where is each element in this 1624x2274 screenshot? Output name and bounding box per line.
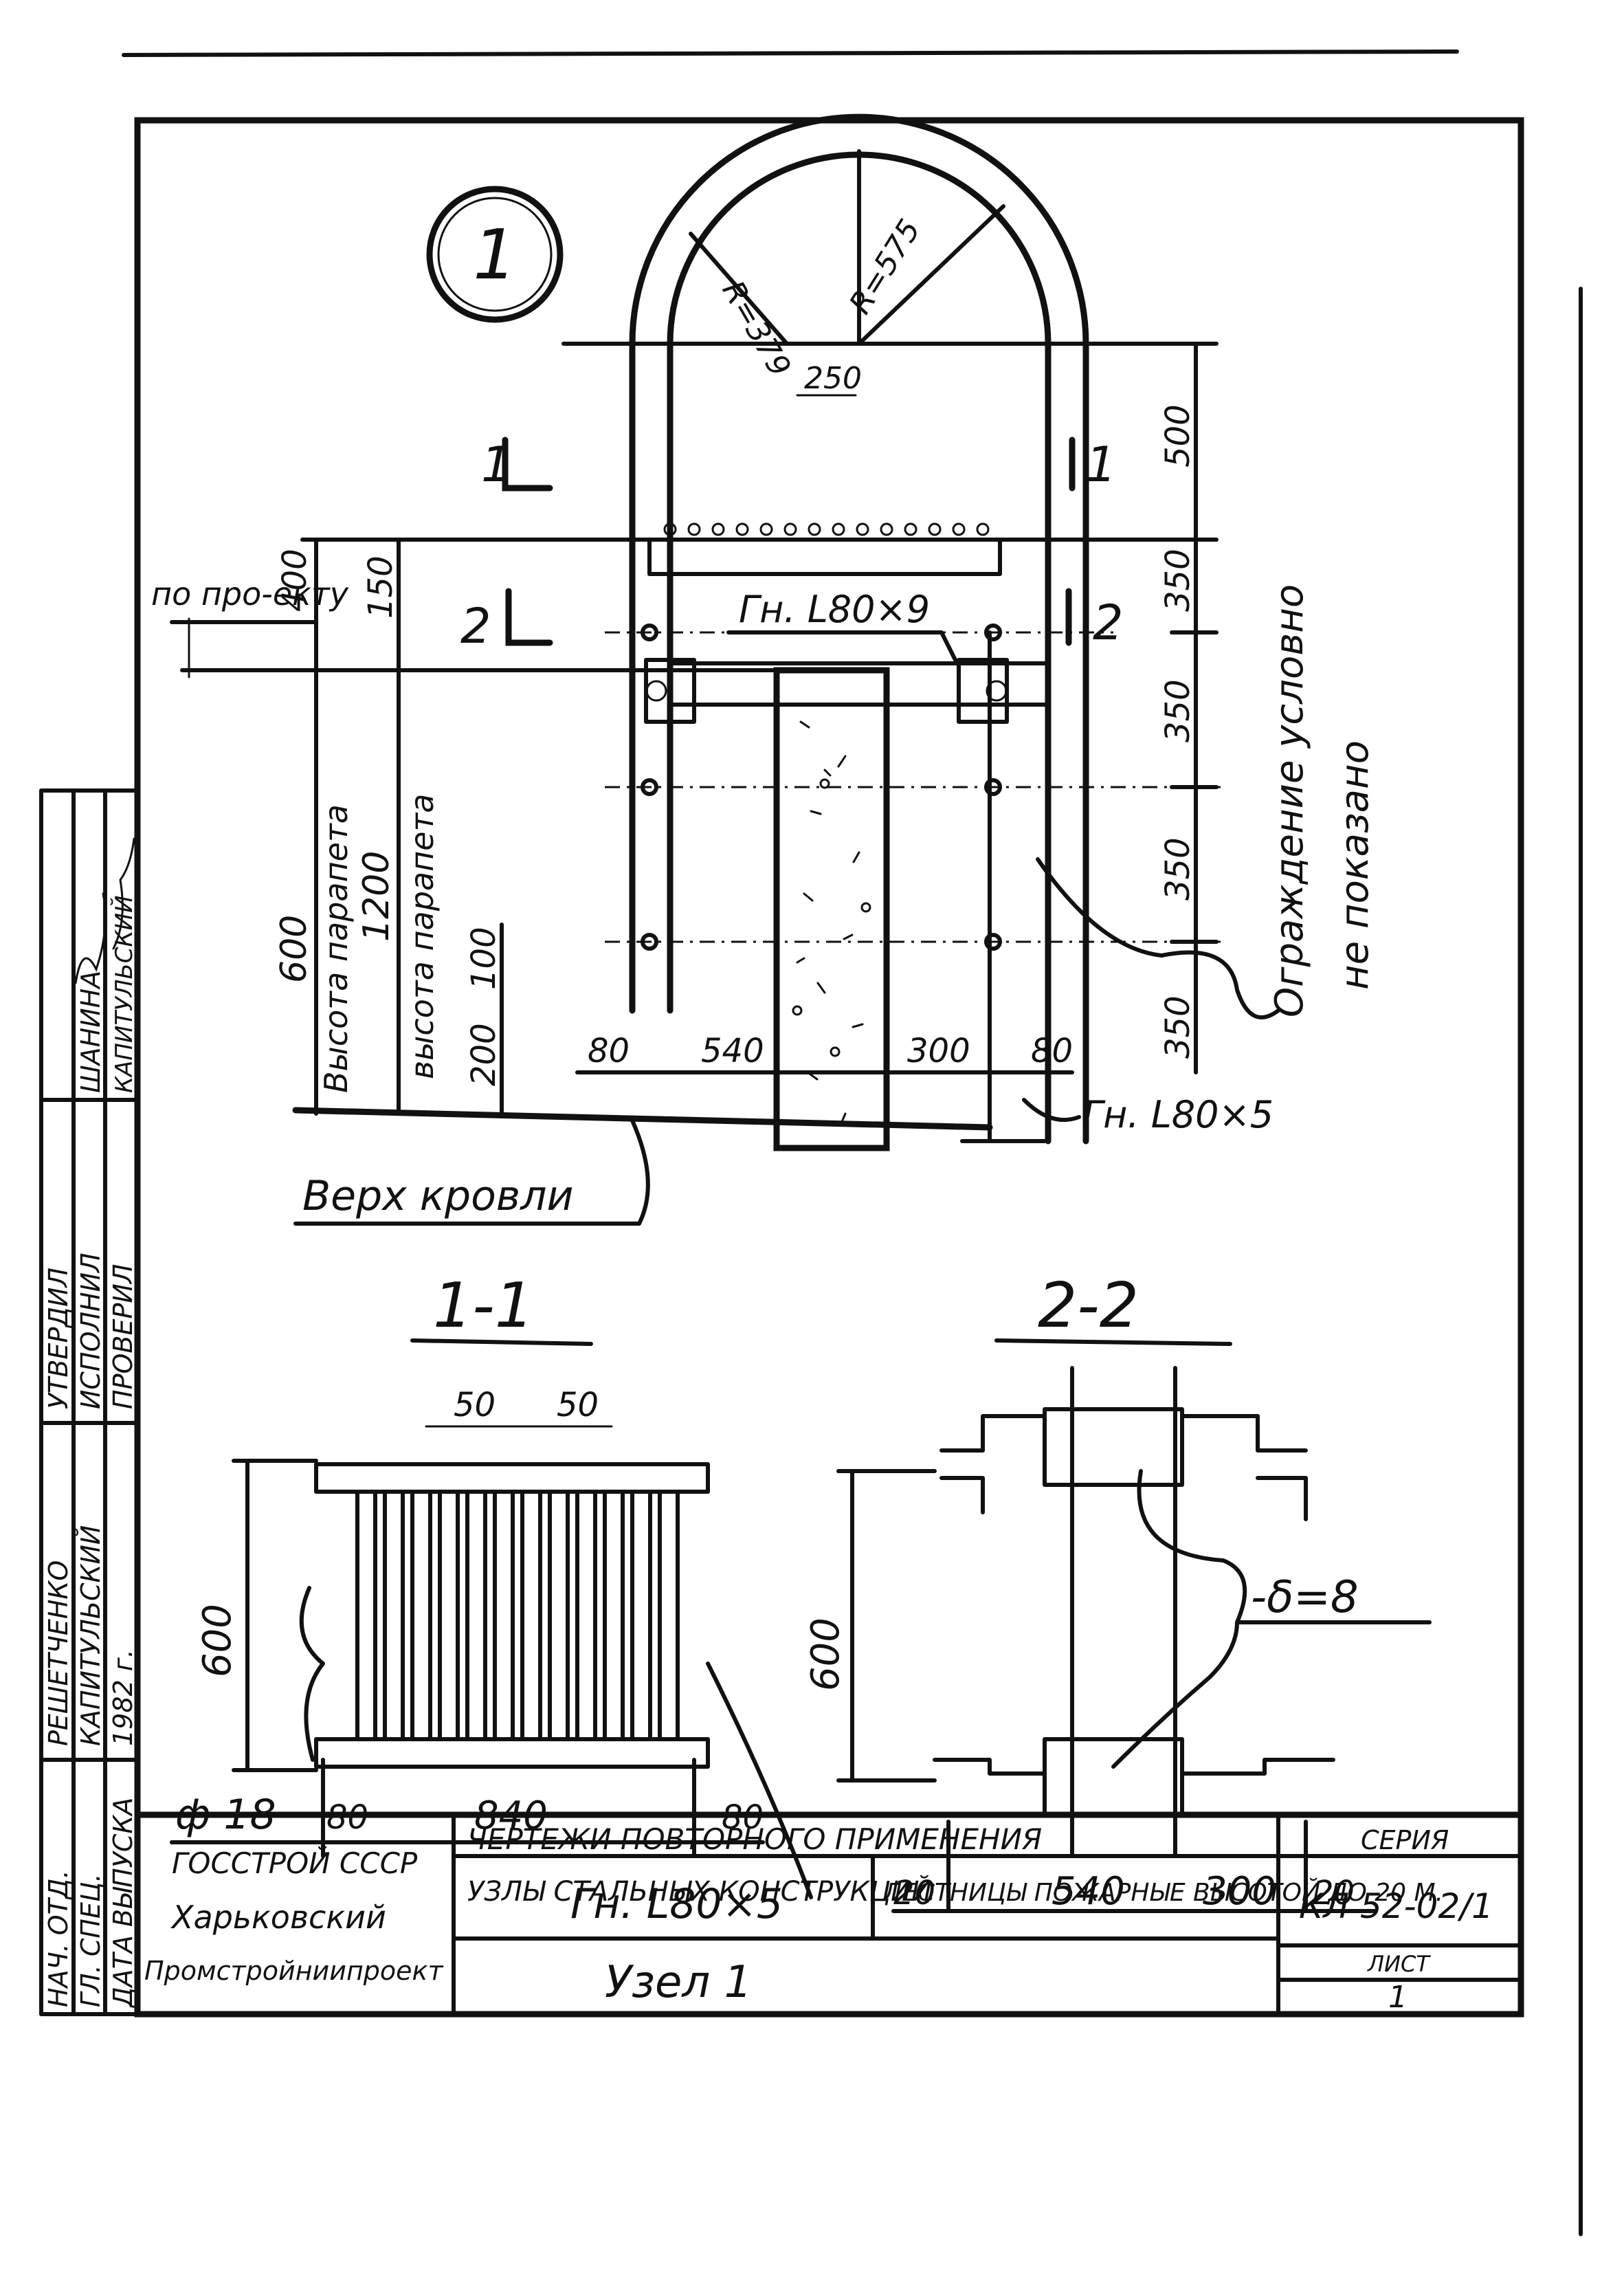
- dim-50-a: 50: [454, 1386, 496, 1424]
- rod-bundle: [355, 1490, 680, 1741]
- profile-bottom-label: Гн. L80×5: [1082, 1093, 1273, 1136]
- dim-50-b: 50: [557, 1386, 599, 1424]
- side-stamp: НАЧ. ОТД. РЕШЕТЧЕНКО ГЛ. СПЕЦ. КАПИТУЛЬС…: [39, 788, 140, 2016]
- section-2-2-dim-600: 600: [803, 1618, 848, 1691]
- plate-label: -δ=8: [1251, 1572, 1359, 1623]
- stamp-role-3: УТВЕРДИЛ: [43, 1268, 74, 1409]
- label-parapet-height-2: высота парапета: [403, 794, 441, 1079]
- dim-80-right: 80: [1031, 1032, 1073, 1070]
- ladder-elevation: 1 R=379 R=575 250 1 1 2: [151, 113, 1377, 1226]
- org-line-1: ГОССТРОЙ СССР: [172, 1846, 418, 1880]
- title-header: ЧЕРТЕЖИ ПОВТОРНОГО ПРИМЕНЕНИЯ: [467, 1822, 1042, 1856]
- section-mark-2-left: 2: [460, 598, 491, 654]
- radius-inner: R=379: [715, 275, 797, 383]
- dim-540: 540: [701, 1032, 764, 1070]
- right-dim-350-c: 350: [1159, 837, 1197, 901]
- label-parapet-height-1: Высота парапета: [318, 804, 355, 1093]
- right-dim-350-b: 350: [1159, 679, 1197, 742]
- section-mark-2-right: 2: [1093, 595, 1124, 651]
- section-2-2: 2-2 600 -δ=8 20 540 300 20: [803, 1270, 1432, 1914]
- stamp-name-2: 1982 г.: [108, 1649, 138, 1746]
- dim-400: 400: [276, 549, 314, 612]
- section-1-1-dim-600: 600: [195, 1604, 240, 1677]
- section-2-2-dim-20-right: 20: [1313, 1874, 1355, 1912]
- series-label: СЕРИЯ: [1361, 1825, 1449, 1855]
- section-2-2-title: 2-2: [1038, 1270, 1139, 1342]
- stamp-name-3: ИСПОЛНИЛ: [76, 1252, 106, 1409]
- roof-top-label: Верх кровли: [302, 1172, 573, 1220]
- dim-200: 200: [465, 1023, 503, 1086]
- concrete-column: [773, 667, 890, 1151]
- section-2-2-dim-20-left: 20: [893, 1874, 935, 1912]
- section-mark-1-right: 1: [1086, 437, 1117, 493]
- dim-1200: 1200: [356, 851, 397, 942]
- stamp-role-4: ПРОВЕРИЛ: [108, 1264, 138, 1409]
- platform-rungs: [647, 522, 1002, 576]
- dim-600: 600: [274, 915, 315, 983]
- title-object: ЛЕСТНИЦЫ ПОЖАРНЫЕ ВЫСОТОЙ ДО 20 М.: [882, 1878, 1443, 1907]
- stamp-name-4: ШАНИНА: [76, 971, 106, 1093]
- stamp-name-1: КАПИТУЛЬСКИЙ: [76, 1525, 106, 1746]
- series-number: КЛ 52-02/1: [1299, 1886, 1493, 1926]
- title-block: ГОССТРОЙ СССР Харьковский Промстройниипр…: [134, 1811, 1524, 2018]
- dim-250: 250: [804, 361, 862, 396]
- stamp-role-1: ГЛ. СПЕЦ.: [76, 1873, 106, 2007]
- fence-note-2: не показано: [1333, 740, 1377, 990]
- section-2-2-dim-540: 540: [1052, 1869, 1125, 1914]
- org-line-3: Промстройниипроект: [144, 1956, 444, 1986]
- fence-note-1: Ограждение условно: [1267, 584, 1312, 1017]
- section-1-1-title: 1-1: [433, 1270, 534, 1342]
- section-1-1-profile: Гн. L80×5: [570, 1880, 783, 1928]
- title-subject: УЗЛЫ СТАЛЬНЫХ КОНСТРУКЦИЙ: [467, 1875, 932, 1908]
- right-dim-350-d: 350: [1159, 995, 1197, 1059]
- section-2-2-dim-300: 300: [1203, 1869, 1276, 1914]
- sheet-label: ЛИСТ: [1367, 1951, 1431, 1977]
- org-line-2: Харьковский: [170, 1899, 386, 1936]
- stamp-role-2: ДАТА ВЫПУСКА: [108, 1798, 138, 2009]
- dim-80-left: 80: [588, 1032, 630, 1070]
- dim-150: 150: [361, 555, 400, 619]
- node-title: Узел 1: [605, 1957, 752, 2008]
- stamp-name-0: РЕШЕТЧЕНКО: [43, 1560, 74, 1746]
- node-number: 1: [473, 214, 517, 295]
- stamp-role-0: НАЧ. ОТД.: [43, 1870, 74, 2007]
- stamp-name-5: КАПИТУЛЬСКИЙ: [110, 895, 138, 1093]
- dim-300: 300: [907, 1032, 970, 1070]
- note-project: по про-екту: [151, 575, 349, 612]
- dim-100: 100: [465, 927, 503, 990]
- radius-outer: R=575: [843, 213, 927, 320]
- node-number-circle: [426, 186, 564, 323]
- right-dim-500: 500: [1159, 404, 1197, 467]
- right-dim-350-a: 350: [1159, 549, 1197, 612]
- profile-top-label: Гн. L80×9: [739, 588, 930, 631]
- sheet-number: 1: [1388, 1980, 1408, 2015]
